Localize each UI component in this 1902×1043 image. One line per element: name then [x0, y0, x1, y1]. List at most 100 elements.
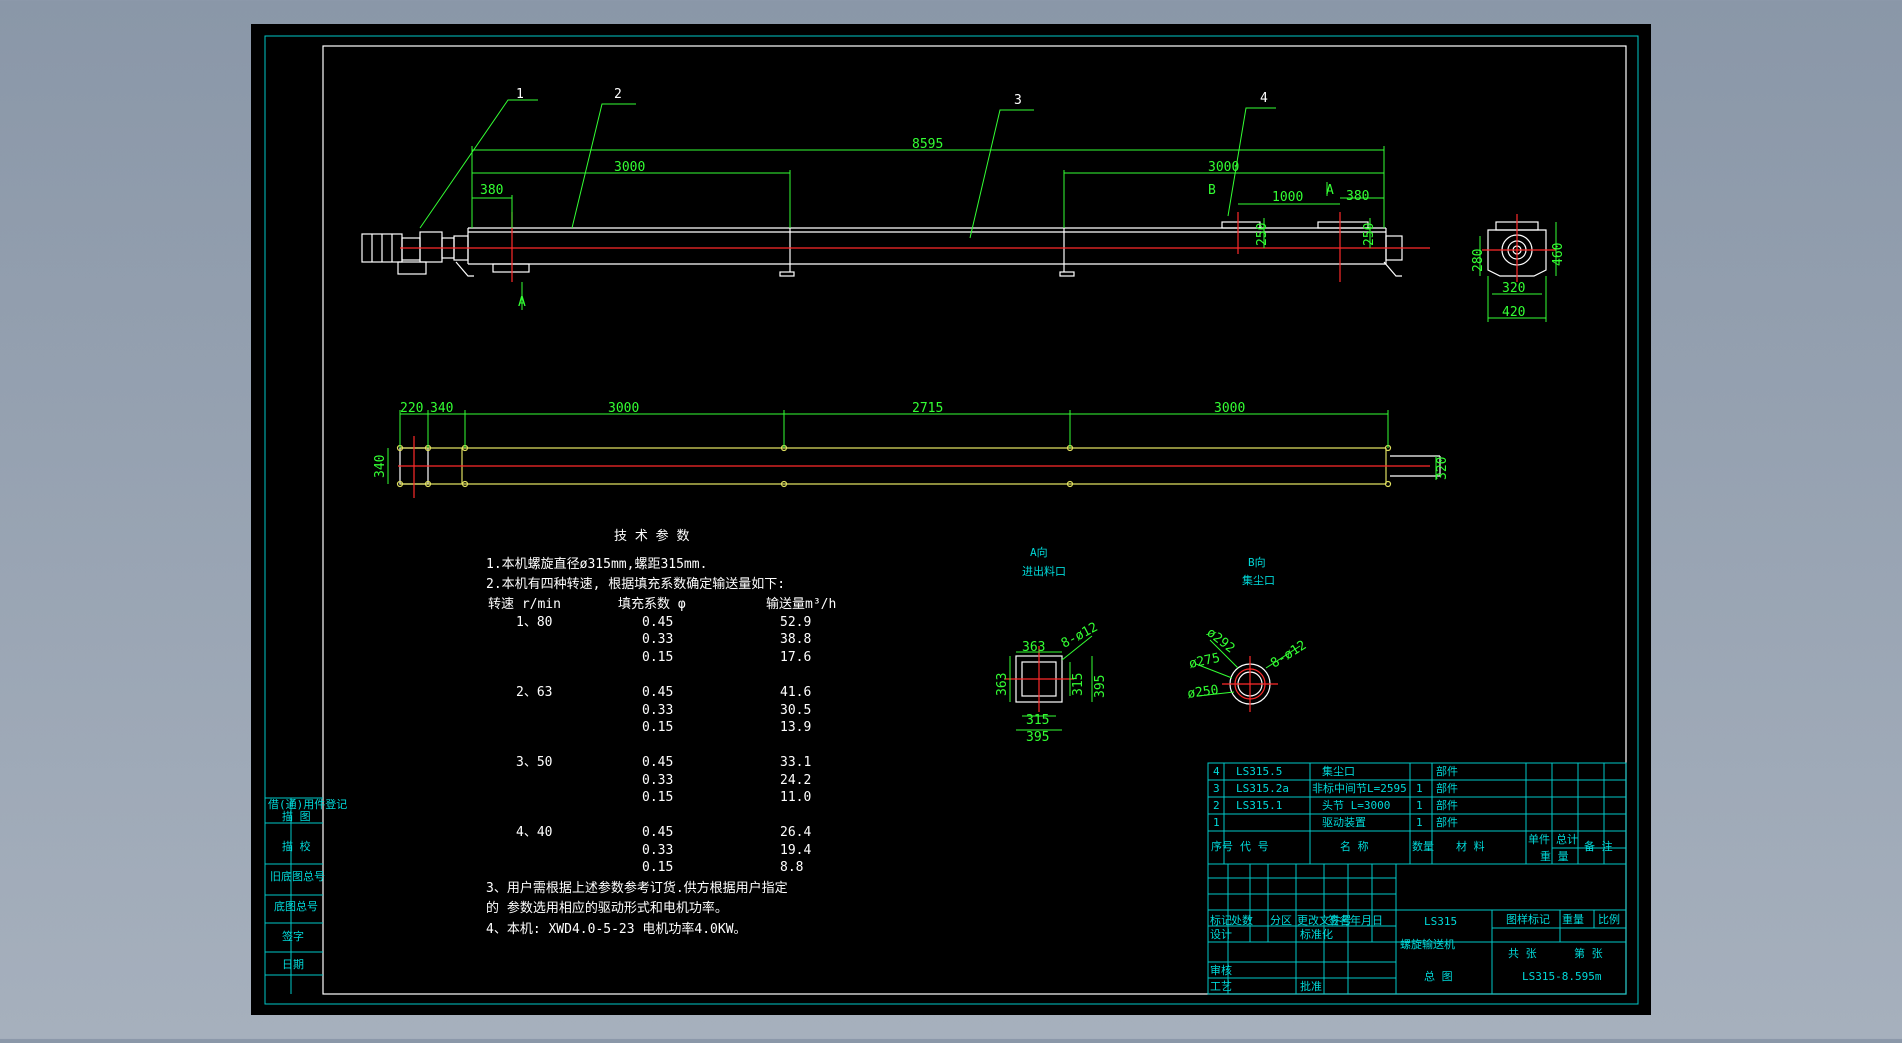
tb-cell: 标记	[1210, 913, 1232, 927]
tb-cell: 重量	[1562, 912, 1584, 926]
leader-label: 2	[614, 87, 622, 102]
side-view: 320 420 280 460	[1471, 214, 1566, 322]
fill-value: 0.15	[642, 720, 673, 735]
bom-cell: 3	[1213, 782, 1220, 795]
bom-head: 序号	[1211, 839, 1233, 853]
bom-cell: 1	[1416, 799, 1423, 812]
bom-head: 代 号	[1240, 840, 1269, 853]
bom-cell: 驱动装置	[1322, 816, 1366, 829]
strip-label: 描 校	[282, 839, 311, 853]
fill-value: 0.15	[642, 650, 673, 665]
strip-label: 借(通)用件登记	[268, 797, 347, 811]
plan-dim-right-h: 320	[1435, 457, 1450, 480]
bom-cell: 部件	[1436, 764, 1458, 778]
bom-head: 数量	[1412, 840, 1434, 853]
output-value: 26.4	[780, 825, 811, 840]
strip-label: 底图总号	[274, 899, 318, 913]
view-a-w-in: 315	[1026, 713, 1049, 728]
bom-cell: 集尘口	[1322, 764, 1355, 778]
strip-label: 签字	[282, 929, 304, 943]
view-a-h-out: 395	[1093, 675, 1108, 698]
plan-dim-d2: 340	[430, 401, 453, 416]
fill-value: 0.15	[642, 860, 673, 875]
leader-label: 1	[516, 87, 524, 102]
bom-cell: 1	[1213, 816, 1220, 829]
bom-head: 重 量	[1540, 849, 1569, 863]
dim-left-small: 380	[480, 183, 503, 198]
plan-dim-s1: 3000	[608, 401, 639, 416]
notes-line1: 1.本机螺旋直径ø315mm,螺距315mm.	[486, 557, 707, 572]
tb-cell: 标准化	[1300, 927, 1333, 941]
fill-value: 0.45	[642, 685, 673, 700]
view-b-sub: 集尘口	[1242, 573, 1275, 587]
bom-cell: 1	[1416, 782, 1423, 795]
side-dim-h2: 460	[1551, 243, 1566, 266]
tb-cell: 工艺	[1210, 980, 1232, 993]
tb-cell: 比例	[1598, 912, 1620, 926]
speed-value: 2、63	[516, 685, 552, 700]
fill-value: 0.33	[642, 703, 673, 718]
strip-label: 旧底图总号	[270, 869, 325, 883]
tb-cell: 签名	[1328, 913, 1350, 927]
fill-value: 0.45	[642, 825, 673, 840]
side-dim-w2: 420	[1502, 305, 1525, 320]
view-b-d3: ø250	[1186, 683, 1219, 702]
dim-left-seg: 3000	[614, 160, 645, 175]
plan-view: 220 340 3000 2715 3000 340 320	[373, 401, 1450, 498]
front-view: 8595 3000 3000 380 380 1000 250 250 B A …	[361, 87, 1430, 310]
tb-cell: 设计	[1210, 928, 1232, 941]
leader-label: 4	[1260, 91, 1268, 106]
notes-header-fill: 填充系数 φ	[618, 596, 686, 612]
bom-cell: 头节 L=3000	[1322, 799, 1390, 812]
tb-cell: 处数	[1231, 914, 1253, 927]
leader-label: 3	[1014, 93, 1022, 108]
view-a-sub: 进出料口	[1022, 564, 1066, 578]
tb-cell: 审核	[1210, 963, 1232, 977]
view-a-h-in: 315	[1071, 673, 1086, 696]
plan-dim-left-h: 340	[373, 455, 388, 478]
bom-head: 名 称	[1340, 839, 1369, 853]
plan-dim-s3: 3000	[1214, 401, 1245, 416]
tb-drawing: 总 图	[1424, 969, 1453, 983]
fill-value: 0.45	[642, 615, 673, 630]
view-a-w-out: 395	[1026, 730, 1049, 745]
notes-line3b: 的 参数选用相应的驱动形式和电机功率。	[486, 900, 728, 916]
view-b-title: B向	[1248, 555, 1266, 569]
dim-right-small: 380	[1346, 189, 1369, 204]
dim-mid-right: 1000	[1272, 190, 1303, 205]
tb-cell: 分区	[1270, 914, 1292, 927]
output-value: 19.4	[780, 843, 811, 858]
output-value: 8.8	[780, 860, 803, 875]
bom-cell: 部件	[1436, 798, 1458, 812]
view-a-h-left: 363	[995, 673, 1010, 696]
speed-value: 4、40	[516, 825, 552, 840]
bom-head: 单件	[1528, 833, 1550, 846]
dim-overall: 8595	[912, 137, 943, 152]
outer-border	[264, 35, 1639, 1005]
speed-value: 3、50	[516, 755, 552, 770]
bom-cell: LS315.5	[1236, 765, 1282, 778]
plan-dim-s2: 2715	[912, 401, 943, 416]
bom-head: 材 料	[1456, 839, 1485, 853]
tb-cell: 图样标记	[1506, 912, 1550, 926]
dim-h-left: 250	[1255, 223, 1270, 246]
notes-line3a: 3、用户需根据上述参数参考订货.供方根据用户指定	[486, 880, 788, 896]
left-strip: 借(通)用件登记 描 图 描 校 旧底图总号 底图总号 签字 日期	[265, 797, 347, 994]
bom-cell: 非标中间节L=2595	[1312, 781, 1407, 795]
output-value: 52.9	[780, 615, 811, 630]
output-value: 38.8	[780, 632, 811, 647]
mark-b: B	[1208, 183, 1216, 198]
output-value: 13.9	[780, 720, 811, 735]
output-value: 11.0	[780, 790, 811, 805]
bom-table: 4 LS315.5 集尘口 部件 3 LS315.2a 非标中间节L=2595 …	[1207, 762, 1627, 865]
fill-value: 0.45	[642, 755, 673, 770]
output-value: 41.6	[780, 685, 811, 700]
bom-cell: 1	[1416, 816, 1423, 829]
tb-code: LS315-8.595m	[1522, 970, 1602, 983]
notes-line2: 2.本机有四种转速, 根据填充系数确定输送量如下:	[486, 576, 785, 592]
output-value: 33.1	[780, 755, 811, 770]
notes-line4: 4、本机: XWD4.0-5-23 电机功率4.0KW。	[486, 921, 747, 937]
view-b-d2: ø275	[1188, 651, 1222, 672]
bom-cell: 4	[1213, 765, 1220, 778]
